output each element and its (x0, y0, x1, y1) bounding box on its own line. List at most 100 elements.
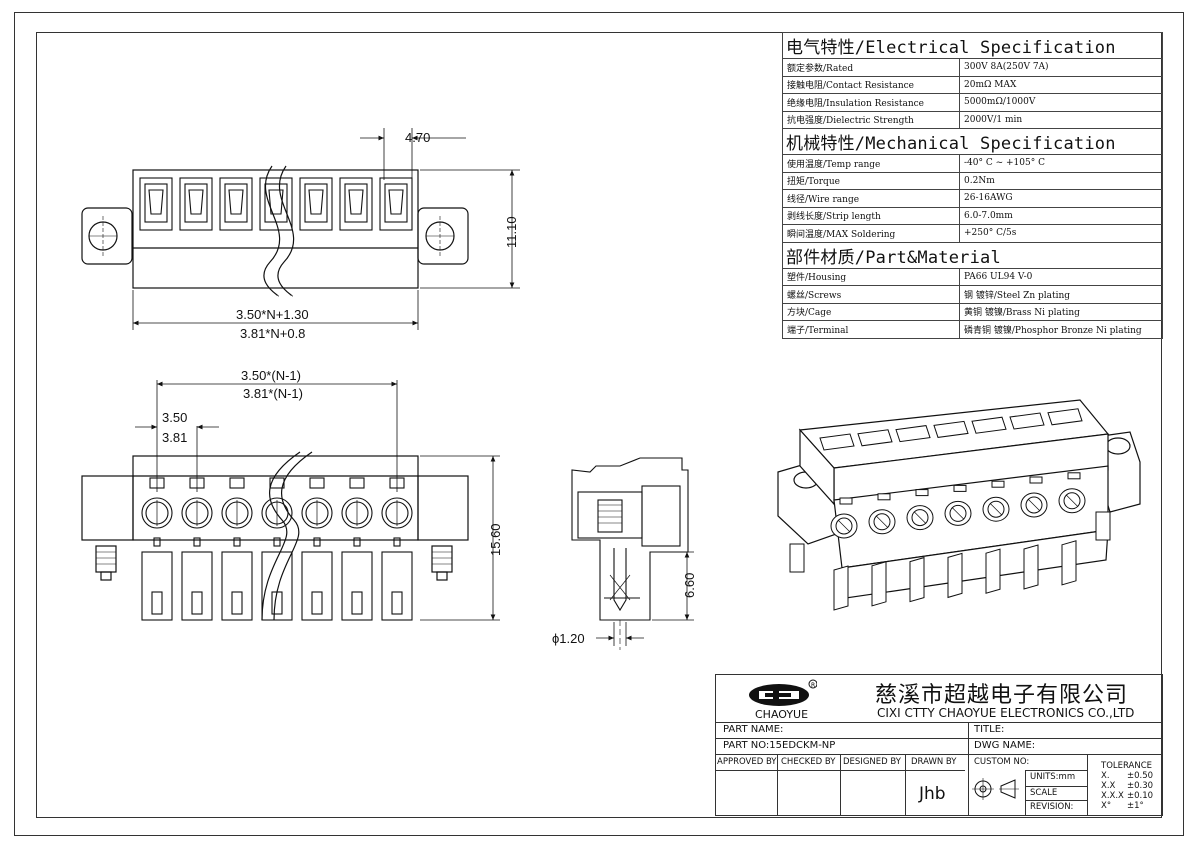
checked-by-label: CHECKED BY (781, 757, 836, 767)
iso-pin-housing (1023, 544, 1039, 590)
pin-housing (261, 551, 293, 621)
spec-key: 接触电阻/Contact Resistance (782, 75, 960, 94)
screw-access-slot (229, 477, 245, 489)
spec-value: 26-16AWG (959, 189, 1163, 208)
iso-screw-slot-line (1065, 494, 1079, 508)
wire-entry (381, 497, 413, 529)
spec-key: 使用温度/Temp range (782, 154, 960, 173)
pin-housing (381, 551, 413, 621)
dim-length (132, 290, 419, 330)
pin-neck (353, 537, 361, 547)
dim-pin-length-label: 6.60 (682, 573, 697, 598)
tolerance-row: X.X ±0.30 (1101, 781, 1153, 791)
dim-height-front (420, 455, 500, 621)
iso-top-cavity (933, 420, 969, 438)
pin (351, 591, 363, 615)
spec-key: 塑件/Housing (782, 267, 960, 286)
pin-neck (273, 537, 281, 547)
iso-left-screw (789, 543, 805, 573)
logo-text: CHAOYUE (755, 708, 809, 721)
cavity-outer (139, 177, 173, 231)
dim-span-label-2: 3.81*(N-1) (243, 386, 303, 401)
wire-cavity (139, 177, 173, 231)
pin-housing (181, 551, 213, 621)
tolerance-row: X. ±0.50 (1101, 771, 1153, 781)
tolerance-row: X°±1° (1101, 801, 1153, 811)
terminal-position (301, 477, 333, 621)
pin (391, 591, 403, 615)
iso-top-cavity (1047, 408, 1083, 426)
pin-neck (313, 537, 321, 547)
spec-key: 端子/Terminal (782, 320, 960, 339)
title-label: TITLE: (974, 724, 1005, 735)
iso-screw-slot (877, 493, 891, 501)
pin (151, 591, 163, 615)
tolerance-key: X° (1101, 801, 1112, 811)
cavity-slot (348, 189, 364, 215)
dim-pitch-top-label: 4.70 (405, 130, 430, 145)
wire-entry (141, 497, 173, 529)
tolerance-value: ±0.50 (1127, 771, 1154, 781)
pin-neck (233, 537, 241, 547)
part-name-label: PART NAME: (723, 724, 784, 735)
iso-top-cavity (1009, 412, 1045, 430)
tolerance-row: X.X.X±0.10 (1101, 791, 1153, 801)
iso-pin-housing (947, 552, 963, 599)
iso-top-cavity (819, 433, 855, 451)
part-no-label: PART NO:15EDCKM-NP (723, 740, 836, 751)
terminal-position (181, 477, 213, 621)
dim-pitch-top (360, 128, 466, 180)
tolerance-value: ±0.30 (1127, 781, 1154, 791)
pin-housing (301, 551, 333, 621)
wire-entry (181, 497, 213, 529)
dim-pitch (135, 424, 219, 492)
tolerance-key: X. (1101, 771, 1110, 781)
cavity-inner (144, 183, 168, 223)
spec-value: 20mΩ MAX (959, 75, 1163, 94)
dwg-name-label: DWG NAME: (974, 740, 1036, 751)
dim-pitch-label-2: 3.81 (162, 430, 187, 445)
spec-key: 螺丝/Screws (782, 285, 960, 304)
spec-key: 线径/Wire range (782, 189, 960, 208)
iso-pin-housing (871, 561, 887, 607)
dim-pin-diameter-label: ϕ1.20 (552, 631, 585, 646)
dim-pin-length (652, 551, 694, 621)
pin (191, 591, 203, 615)
front-view-positions (141, 477, 413, 621)
wire-cavity (259, 177, 293, 231)
cavity-outer (339, 177, 373, 231)
wire-cavity (219, 177, 253, 231)
spec-key: 额定参数/Rated (782, 58, 960, 77)
iso-screw-slot-line (951, 507, 965, 520)
spec-key: 绝缘电阻/Insulation Resistance (782, 93, 960, 112)
iso-position (857, 429, 896, 607)
spec-value: 磷青铜 镀镍/Phosphor Bronze Ni plating (959, 320, 1163, 339)
tolerance-value: ±0.10 (1127, 791, 1154, 801)
wire-entry (261, 497, 293, 529)
wire-cavity (379, 177, 413, 231)
cavity-slot (388, 189, 404, 215)
terminal-position (141, 477, 173, 621)
spec-key: 抗电强度/Dielectric Strength (782, 110, 960, 129)
projection-symbol-icon (972, 778, 1019, 800)
pin-housing (341, 551, 373, 621)
tolerance-key: X.X (1101, 781, 1116, 791)
iso-position (895, 425, 934, 603)
screw-access-slot (349, 477, 365, 489)
iso-screw-slot-line (837, 519, 851, 533)
spec-value: 钢 镀锌/Steel Zn plating (959, 285, 1163, 304)
cavity-slot (228, 189, 244, 215)
drawn-by-label: DRAWN BY (911, 757, 957, 767)
spec-section-title: 电气特性/Electrical Specification (782, 32, 1163, 59)
iso-screw-slot (839, 497, 853, 505)
wire-entry (301, 497, 333, 529)
tolerance-key: X.X.X (1101, 791, 1124, 801)
iso-screw-slot (991, 480, 1005, 488)
